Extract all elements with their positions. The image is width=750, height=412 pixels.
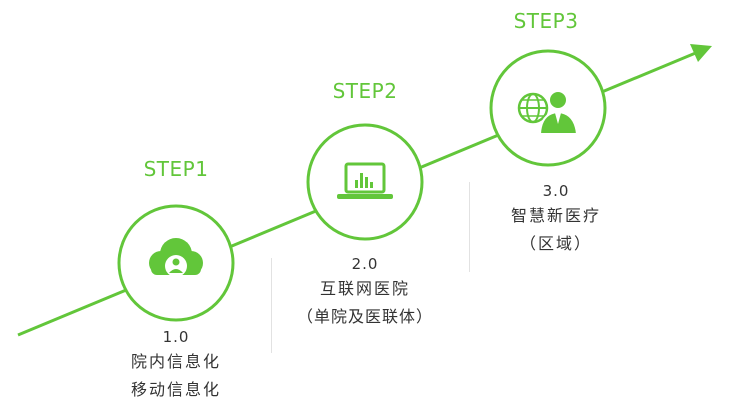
step1-version: 1.0 [162,328,190,346]
step3-node [489,49,607,167]
step3-version: 3.0 [542,182,570,200]
step1-desc-line1: 院内信息化 [130,352,221,371]
step3-desc-line2: （区域） [519,234,592,253]
step2-desc-line2: （单院及医联体） [296,307,433,326]
step1-label: STEP1 [143,157,209,181]
step2-label: STEP2 [332,79,398,103]
cloud-user-icon [149,238,203,277]
divider-3 [469,182,470,272]
step3-desc-line1: 智慧新医疗 [510,206,601,225]
step2-version: 2.0 [351,255,379,273]
step2-desc-line1: 互联网医院 [319,279,410,298]
step3-label: STEP3 [513,9,579,33]
step1-node [117,204,235,322]
globe-doctor-icon [517,90,579,135]
step2-node [306,123,424,241]
divider-2 [271,258,272,353]
arrow-head-icon [690,44,712,62]
laptop-chart-icon [337,162,393,199]
step1-desc-line2: 移动信息化 [130,380,221,399]
